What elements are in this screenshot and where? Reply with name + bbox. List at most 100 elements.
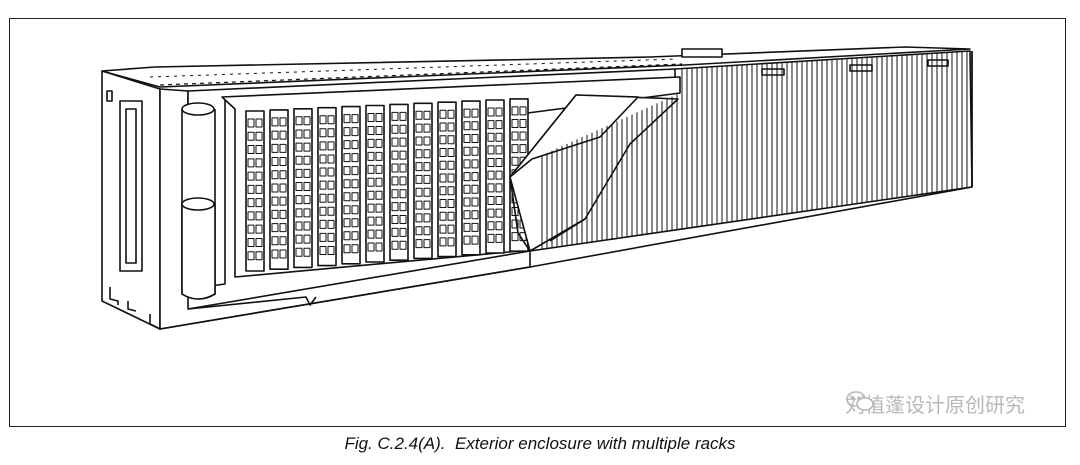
rack-slot xyxy=(447,211,455,221)
rack-slot xyxy=(471,210,479,220)
rack-slot xyxy=(255,251,263,261)
rack-slot xyxy=(447,135,455,145)
rack-slot xyxy=(399,240,407,250)
rack-slot xyxy=(295,155,303,165)
rack-slot xyxy=(487,221,495,231)
rack-slot xyxy=(255,118,263,128)
rack-slot xyxy=(439,237,447,247)
rack-slot xyxy=(247,237,255,247)
rack-slot xyxy=(391,215,399,225)
storage-tank xyxy=(181,102,216,300)
figure-caption: Fig. C.2.4(A). Exterior enclosure with m… xyxy=(344,434,736,453)
rack-slot xyxy=(327,154,335,164)
rack-slot xyxy=(367,151,375,161)
rack-slot xyxy=(319,115,327,125)
rack-slot xyxy=(247,171,255,181)
rack-slot xyxy=(399,124,407,134)
rack-slot xyxy=(279,223,287,233)
rack-slot xyxy=(375,203,383,213)
rack-slot xyxy=(327,180,335,190)
rack-slot xyxy=(367,216,375,226)
rack-slot xyxy=(279,170,287,180)
rack-slot xyxy=(439,160,447,170)
rack-slot xyxy=(255,158,263,168)
rack-slot xyxy=(319,154,327,164)
rack-slot xyxy=(463,146,471,156)
roof-vent-3 xyxy=(927,59,949,67)
rack-slot xyxy=(375,164,383,174)
rack-slot xyxy=(279,130,287,140)
rack-slot xyxy=(471,172,479,182)
rack-slot xyxy=(511,118,519,128)
rack-slot xyxy=(303,168,311,178)
rack-slot xyxy=(327,128,335,138)
rack-slot xyxy=(247,145,255,155)
rack-slot xyxy=(303,116,311,126)
rack-slot xyxy=(351,192,359,202)
rack-slot xyxy=(367,229,375,239)
rack-slot xyxy=(303,208,311,218)
rack-slot xyxy=(279,209,287,219)
rack-slot xyxy=(375,177,383,187)
rack-slot xyxy=(463,184,471,194)
rack-slot xyxy=(487,233,495,243)
rack-slot xyxy=(351,205,359,215)
rack-slot xyxy=(367,242,375,252)
rack-slot xyxy=(343,114,351,124)
rack-slot xyxy=(447,237,455,247)
rack-slot xyxy=(279,143,287,153)
rack-slot xyxy=(375,138,383,148)
rack-slot xyxy=(415,110,423,120)
rack-slot xyxy=(463,172,471,182)
rack-slot xyxy=(471,235,479,245)
rack-slot xyxy=(391,124,399,134)
rack-slot xyxy=(351,166,359,176)
rack-slot xyxy=(439,199,447,209)
rack-slot xyxy=(423,110,431,120)
rack-slot xyxy=(303,155,311,165)
rack-slot xyxy=(471,108,479,118)
rack-slot xyxy=(295,182,303,192)
rack-slot xyxy=(487,107,495,117)
rack-slot xyxy=(519,144,527,154)
rack-slot xyxy=(327,219,335,229)
rack-slot xyxy=(327,141,335,151)
rack-slot xyxy=(415,239,423,249)
rack-slot xyxy=(495,132,503,142)
rack-slot xyxy=(271,117,279,127)
rack-slot xyxy=(447,199,455,209)
rack-slot xyxy=(487,158,495,168)
rack-slot xyxy=(495,183,503,193)
rack-slot xyxy=(415,200,423,210)
rack-slot xyxy=(247,131,255,141)
rack-slot xyxy=(319,141,327,151)
rack-slot xyxy=(519,118,527,128)
rack-slot xyxy=(423,187,431,197)
rack-slot xyxy=(487,208,495,218)
rack-slot xyxy=(511,131,519,141)
rack-slot xyxy=(423,123,431,133)
rack-slot xyxy=(295,221,303,231)
enclosure-illustration xyxy=(101,46,973,330)
rack-slot xyxy=(255,224,263,234)
rack-slot xyxy=(303,234,311,244)
rack-slot xyxy=(295,195,303,205)
rack-slot xyxy=(375,151,383,161)
rack-slot xyxy=(343,192,351,202)
rack-slot xyxy=(343,166,351,176)
rack-slot xyxy=(511,156,519,166)
rack-slot xyxy=(423,226,431,236)
rack-slot xyxy=(351,153,359,163)
rack-slot xyxy=(303,195,311,205)
rack-slot xyxy=(487,120,495,130)
rack-slot xyxy=(319,232,327,242)
rack-slot xyxy=(367,177,375,187)
rack-slot xyxy=(319,193,327,203)
rack-slot xyxy=(319,219,327,229)
rack-slot xyxy=(343,140,351,150)
rack-slot xyxy=(351,140,359,150)
rack-slot xyxy=(255,237,263,247)
rack-slot xyxy=(271,130,279,140)
rack-slot xyxy=(399,137,407,147)
rack-slot xyxy=(319,128,327,138)
